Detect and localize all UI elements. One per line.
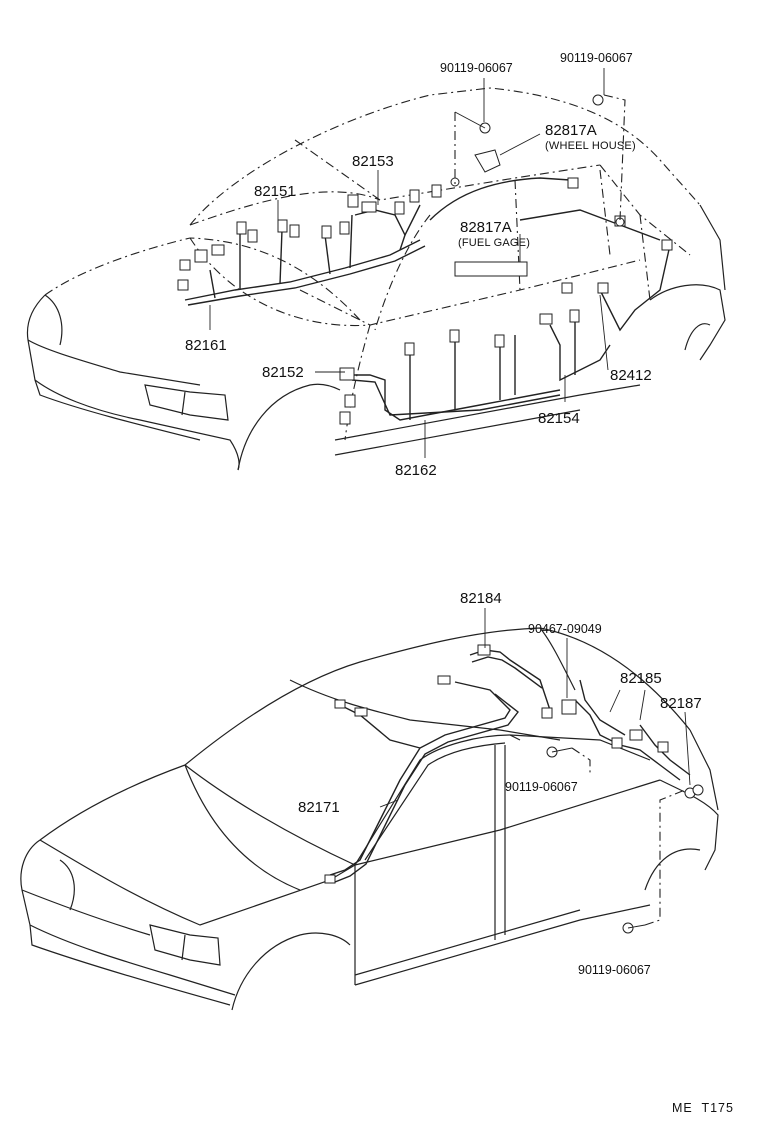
label-fuel-gage-part: 82817A [460,219,512,236]
lower-leader-lines [379,608,691,929]
upper-leader-lines [209,68,626,458]
label-harness-82187: 82187 [660,695,702,712]
lower-harness-group [324,644,704,934]
label-clip-middle: 90119-06067 [505,780,578,794]
lower-car-body [20,627,719,1011]
label-clip-top-left: 90119-06067 [440,61,513,75]
label-harness-82184: 82184 [460,590,502,607]
label-clip-top-right: 90119-06067 [560,51,633,65]
upper-labels: 90119-06067 90119-06067 82817A (WHEEL HO… [185,51,652,479]
label-harness-82161: 82161 [185,337,227,354]
label-harness-82151: 82151 [254,183,296,200]
label-harness-82162: 82162 [395,462,437,479]
label-harness-82412: 82412 [610,367,652,384]
label-harness-82153: 82153 [352,153,394,170]
label-bolt-90467: 90467-09049 [528,622,602,636]
lower-labels: 82184 90467-09049 82185 82187 90119-0606… [298,590,702,977]
label-harness-82152: 82152 [262,364,304,381]
figure-code: ME T175 [672,1101,734,1115]
upper-harness-group [177,94,673,425]
label-harness-82171: 82171 [298,799,340,816]
label-fuel-gage-note: (FUEL GAGE) [458,237,530,249]
label-clip-bottom: 90119-06067 [578,963,651,977]
label-wheel-house-part: 82817A [545,122,597,139]
label-harness-82154: 82154 [538,410,580,427]
label-wheel-house-note: (WHEEL HOUSE) [545,140,636,152]
label-harness-82185: 82185 [620,670,662,687]
upper-car-body [26,87,726,471]
